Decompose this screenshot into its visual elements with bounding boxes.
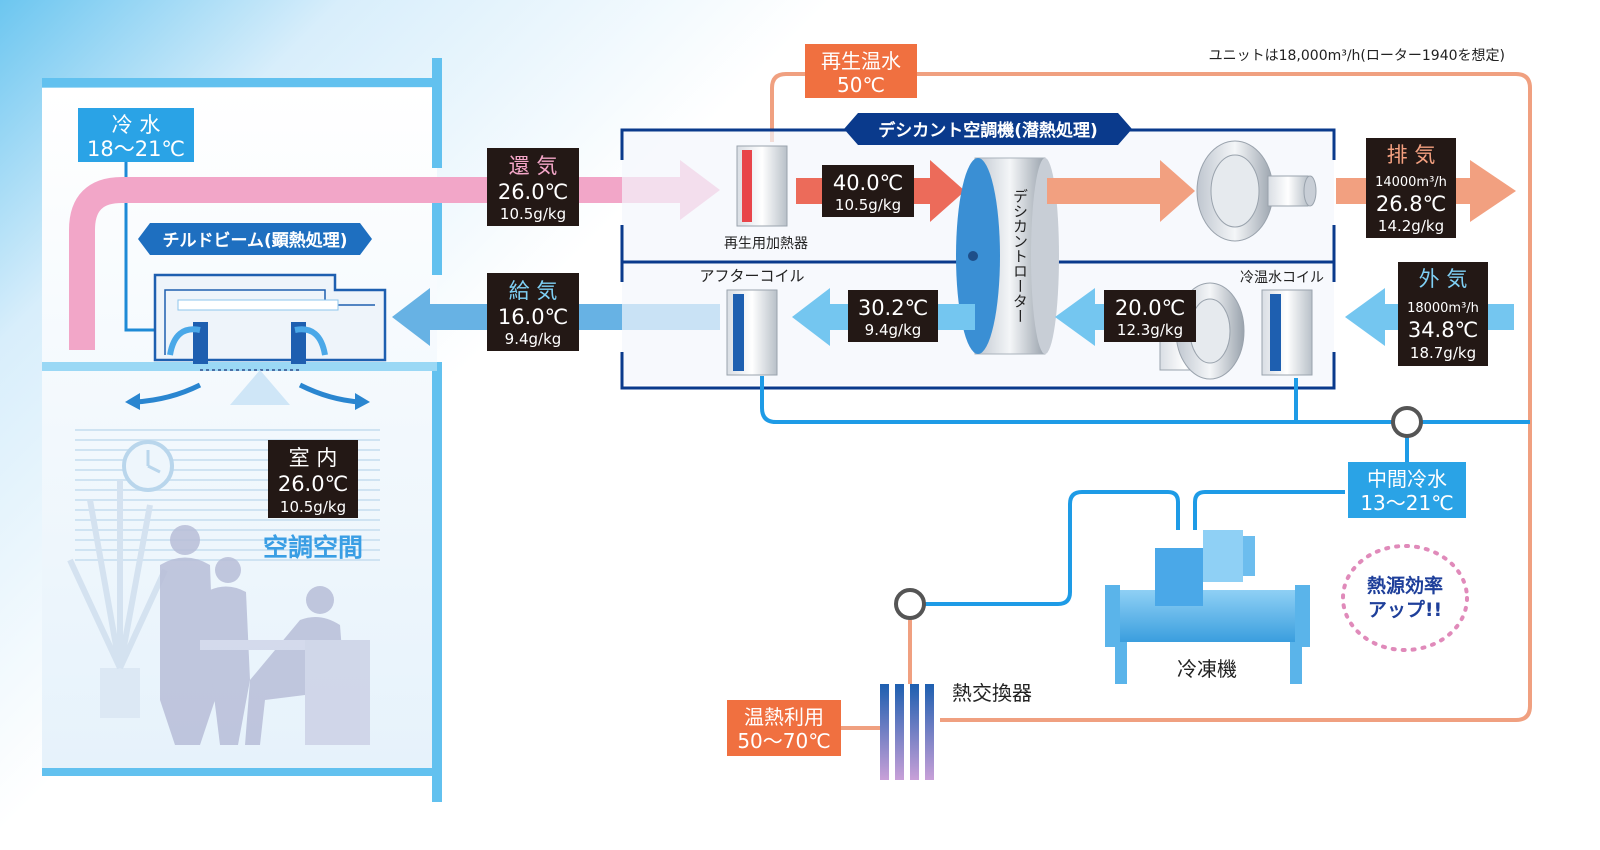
chiller-water-pipe-out: [922, 490, 1180, 606]
outside-air-arrowhead: [1345, 288, 1385, 346]
clock-icon: [122, 440, 174, 492]
after-coil: [726, 289, 778, 376]
after-rotor-air-label: 30.2℃ 9.4g/kg: [848, 290, 938, 342]
building: [42, 58, 442, 802]
outside-air-temp: 34.8℃: [1408, 318, 1478, 342]
exhaust-duct-mid: [1047, 178, 1177, 204]
after-coil-air-humidity: 12.3g/kg: [1117, 321, 1183, 339]
building-wall-upper: [432, 58, 442, 168]
heat-exchanger-icon: [880, 684, 934, 780]
people-silhouettes: [160, 525, 370, 745]
exhaust-title: 排 気: [1387, 143, 1436, 167]
outside-air-flow: 18000m³/h: [1407, 301, 1479, 316]
building-roof-line: [42, 78, 432, 87]
after-coil-air-temp: 20.0℃: [1115, 296, 1185, 320]
desiccant-unit-title: デシカント空調機(潜熱処理): [878, 120, 1098, 141]
supply-air-arrowhead: [392, 288, 430, 346]
building-wall-mid: [432, 185, 442, 275]
outside-air-label: 外 気 18000m³/h 34.8℃ 18.7g/kg: [1398, 262, 1488, 366]
return-air-duct: [69, 177, 700, 350]
hot-water-pipe: [770, 72, 1532, 722]
after-rotor-air-temp: 30.2℃: [858, 296, 928, 320]
room-humidity: 10.5g/kg: [280, 498, 346, 516]
after-heater-air-humidity: 10.5g/kg: [835, 196, 901, 214]
chilled-beam-unit: [125, 273, 387, 410]
exhaust-arrowhead-mid: [1160, 160, 1195, 222]
chilled-beam-label: チルドビーム(顕熱処理): [138, 223, 372, 255]
chiller-label: 冷凍機: [1177, 657, 1237, 681]
unit-note: ユニットは18,000m³/h(ローター1940を想定): [1209, 48, 1505, 64]
mid-chilled-water-label: 中間冷水 13～21℃: [1348, 462, 1466, 518]
return-air-title: 還 気: [509, 154, 558, 178]
ceiling-line: [42, 362, 437, 371]
return-air-humidity: 10.5g/kg: [500, 205, 566, 223]
outside-air-title: 外 気: [1419, 267, 1468, 291]
efficiency-line2: アップ!!: [1368, 598, 1442, 621]
plant-icon: [67, 480, 168, 718]
mid-chilled-water-title: 中間冷水: [1367, 467, 1447, 491]
exhaust-fan-icon: [1196, 140, 1317, 242]
exhaust-temp: 26.8℃: [1376, 192, 1446, 216]
return-air-temp: 26.0℃: [498, 180, 568, 204]
regen-hot-water-temp: 50℃: [837, 73, 885, 97]
exhaust-humidity: 14.2g/kg: [1378, 217, 1444, 235]
efficiency-line1: 熱源効率: [1367, 574, 1443, 597]
chilled-beam-title: チルドビーム(顕熱処理): [162, 230, 347, 251]
cold-water-label: 冷 水 18～21℃: [78, 108, 194, 162]
exhaust-flow: 14000m³/h: [1375, 175, 1447, 190]
room-conditions-label: 室 内 26.0℃ 10.5g/kg: [268, 440, 358, 518]
pump-icon-mid: [1391, 406, 1423, 438]
regen-hot-water-title: 再生温水: [821, 49, 901, 73]
after-heater-air-temp: 40.0℃: [833, 171, 903, 195]
cooling-coil-label: 冷温水コイル: [1240, 270, 1324, 286]
supply-air-humidity: 9.4g/kg: [505, 330, 562, 348]
after-rotor-air-humidity: 9.4g/kg: [865, 321, 922, 339]
supply-air-label: 給 気 16.0℃ 9.4g/kg: [487, 273, 579, 351]
efficiency-badge: [1341, 544, 1469, 652]
building-wall-lower: [432, 362, 442, 802]
rotor-label: デシカントローター: [1011, 189, 1029, 324]
supply-air-title: 給 気: [509, 279, 558, 303]
heat-use-title: 温熱利用: [744, 705, 824, 729]
outside-air-humidity: 18.7g/kg: [1410, 344, 1476, 362]
room-temp: 26.0℃: [278, 472, 348, 496]
space-label: 空調空間: [263, 533, 363, 562]
regen-heater-label: 再生用加熱器: [724, 236, 808, 252]
cold-water-range: 18～21℃: [87, 137, 185, 161]
coil-water-pipe: [760, 376, 1298, 424]
regen-hot-water-label: 再生温水 50℃: [805, 44, 917, 98]
cold-water-title: 冷 水: [112, 113, 161, 137]
return-air-label: 還 気 26.0℃ 10.5g/kg: [487, 148, 579, 226]
exhaust-arrowhead-out: [1470, 160, 1516, 222]
building-floor-line: [42, 768, 437, 776]
heat-use-range: 50～70℃: [737, 729, 830, 753]
dried-air-arrowhead: [792, 288, 830, 346]
after-coil-label: アフターコイル: [699, 267, 804, 285]
mid-chilled-water-range: 13～21℃: [1360, 491, 1453, 515]
regen-air-arrowhead: [930, 160, 965, 222]
pump-icon-hx: [894, 588, 926, 620]
exhaust-label: 排 気 14000m³/h 26.8℃ 14.2g/kg: [1366, 138, 1456, 238]
cooled-air-arrowhead: [1055, 288, 1095, 346]
heat-exchanger-label: 熱交換器: [952, 681, 1032, 705]
room-title: 室 内: [289, 446, 338, 470]
desiccant-unit-label: デシカント空調機(潜熱処理): [844, 113, 1132, 145]
regen-heater-coil: [736, 145, 788, 227]
chiller-icon: [1105, 530, 1310, 684]
after-heater-air-label: 40.0℃ 10.5g/kg: [822, 165, 914, 217]
after-coil-air-label: 20.0℃ 12.3g/kg: [1104, 290, 1196, 342]
cooling-coil: [1261, 289, 1313, 376]
chiller-water-pipe-in: [1193, 490, 1345, 530]
heat-use-label: 温熱利用 50～70℃: [727, 700, 841, 756]
supply-air-temp: 16.0℃: [498, 305, 568, 329]
